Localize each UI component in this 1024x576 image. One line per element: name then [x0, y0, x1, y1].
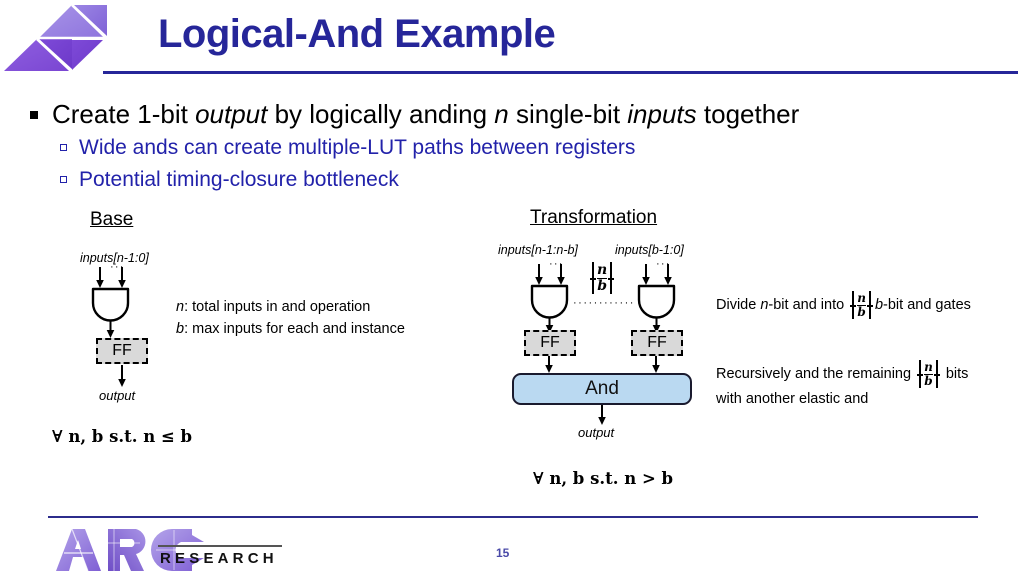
fraction-n-over-b: n b [854, 291, 869, 319]
explanation-recursive: Recursively and the remaining n b bits w… [716, 360, 968, 410]
fraction-numerator: n [597, 262, 608, 278]
transformation-and-box-label: And [585, 378, 619, 399]
base-output-label: output [99, 388, 136, 403]
transformation-input-label-left: inputs[n-1:n-b] [498, 243, 578, 257]
footer-divider [48, 516, 978, 518]
fraction-denominator: b [857, 304, 866, 319]
explanation-recursive-line-1: Recursively and the remaining n b bits [716, 360, 969, 389]
explanation-divide-pre: Divide [716, 296, 761, 313]
base-and-gate-icon [91, 267, 130, 338]
legend-text-n: : total inputs in and operation [184, 299, 371, 315]
bullet-main-mid2: single-bit [508, 99, 628, 129]
bullet-main-em-output: output [195, 99, 268, 129]
fraction-denominator: b [924, 373, 933, 388]
bullet-hollow-square-icon [60, 143, 67, 151]
explanation-recursive-line-2: with another elastic and [716, 391, 869, 408]
fraction-n-over-b: n b [921, 360, 936, 388]
fraction-numerator: n [924, 360, 933, 374]
fraction-numerator: n [857, 291, 866, 305]
explanation-divide: Divide n-bit and into n b b-bit and gate… [716, 291, 971, 320]
legend-text-b: : max inputs for each and instance [184, 321, 405, 337]
bullet-sub-2-label: Potential timing-closure bottleneck [79, 168, 399, 191]
explanation-recursive-post: bits [941, 365, 969, 382]
explanation-divide-post: -bit and gates [883, 296, 971, 313]
transformation-ff-label-right: FF [647, 334, 667, 351]
bullet-main-em-inputs: inputs [627, 99, 697, 129]
ceiling-n-over-b: n b [917, 360, 940, 389]
transformation-ellipsis-left: ··· [549, 258, 564, 270]
transformation-ff-box-right: FF [631, 330, 683, 356]
base-legend-line-2: b: max inputs for each and instance [176, 318, 405, 340]
explanation-divide-em-n: n [760, 296, 769, 313]
legend-var-b: b [176, 321, 185, 337]
transformation-repeat-count: n b [588, 262, 616, 295]
base-ff-box: FF [96, 338, 148, 364]
bullet-sub-1-label: Wide ands can create multiple-LUT paths … [79, 136, 636, 159]
bullet-main-pre: Create 1-bit [52, 99, 196, 129]
base-section-heading: Base [90, 209, 134, 230]
base-input-ellipsis: ··· [110, 261, 125, 273]
explanation-recursive-pre: Recursively and the remaining [716, 365, 916, 382]
base-ff-label: FF [112, 342, 132, 359]
legend-var-n: n [176, 299, 185, 315]
transformation-and-box: And [512, 373, 692, 405]
transformation-ff-label-left: FF [540, 334, 560, 351]
research-underline [158, 545, 282, 547]
title-divider [103, 71, 1018, 74]
explanation-divide-em-b: b [874, 296, 884, 313]
transformation-and-gate-right-icon [637, 264, 676, 333]
transformation-output-label: output [578, 425, 615, 440]
base-input-label: inputs[n-1:0] [80, 251, 149, 265]
transformation-input-label-right: inputs[b-1:0] [615, 243, 684, 257]
explanation-divide-mid: -bit and into [768, 296, 849, 313]
page-title: Logical-And Example [158, 12, 556, 56]
bullet-hollow-square-icon [60, 175, 67, 183]
transformation-and-gate-left-icon [530, 264, 569, 333]
fraction-n-over-b: n b [594, 262, 610, 294]
transformation-ff-right-to-and-arrow-icon [652, 356, 660, 373]
bullet-sub-2: Potential timing-closure bottleneck [60, 168, 399, 192]
base-legend: n: total inputs in and operation b: max … [176, 296, 405, 340]
bullet-square-icon [30, 110, 38, 119]
ceiling-n-over-b: n b [850, 291, 873, 320]
transformation-section-heading: Transformation [530, 207, 658, 228]
bullet-main-post: together [696, 99, 800, 129]
transformation-formula: ∀ n, b s.t. n > b [533, 469, 674, 488]
bullet-main: Create 1-bit output by logically anding … [30, 99, 799, 130]
transformation-ellipsis-right: ··· [656, 258, 671, 270]
arc-triangles-logo-icon [4, 4, 136, 72]
slide-page-number: 15 [496, 546, 510, 560]
fraction-denominator: b [597, 277, 607, 294]
transformation-output-arrow-icon [598, 405, 606, 425]
arc-research-logo-icon [56, 528, 204, 572]
base-formula: ∀ n, b s.t. n ≤ b [52, 427, 193, 446]
ceiling-n-over-b: n b [590, 262, 615, 295]
base-output-arrow-icon [118, 365, 126, 387]
bullet-sub-1: Wide ands can create multiple-LUT paths … [60, 136, 635, 160]
transformation-dots-connector: ············ [573, 297, 635, 309]
bullet-main-mid1: by logically anding [267, 99, 495, 129]
transformation-ff-box-left: FF [524, 330, 576, 356]
bullet-main-em-n: n [494, 99, 509, 129]
research-wordmark: RESEARCH [160, 550, 278, 567]
transformation-ff-left-to-and-arrow-icon [545, 356, 553, 373]
base-legend-line-1: n: total inputs in and operation [176, 296, 405, 318]
